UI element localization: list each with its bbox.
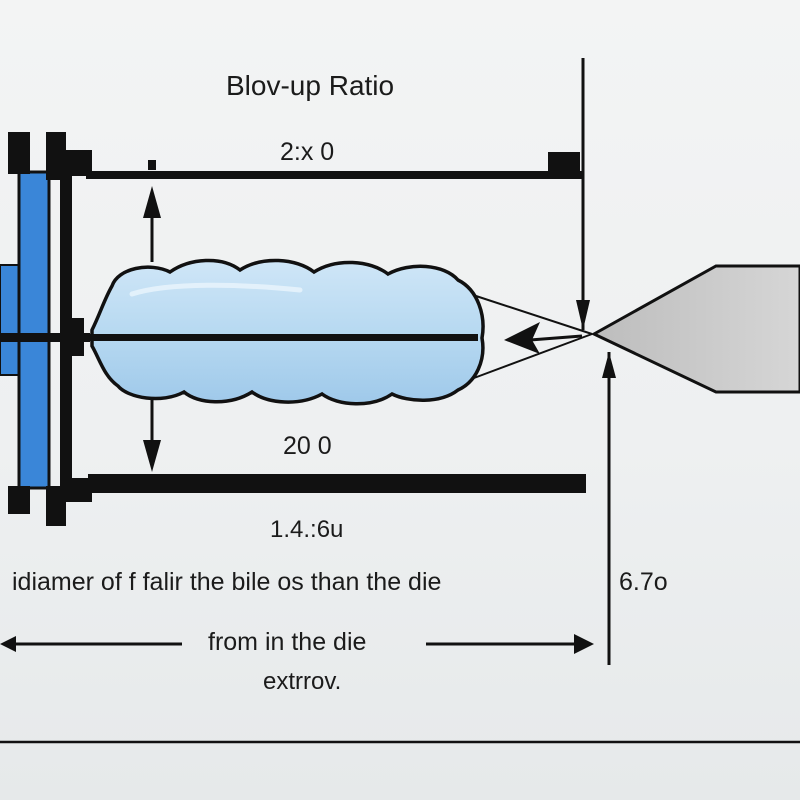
die-lower-clamp-right (46, 486, 66, 526)
die-assembly (0, 132, 92, 526)
die-axis-stub (0, 333, 90, 342)
die-lower-clamp-left (8, 486, 30, 514)
nozzle-body (590, 264, 800, 394)
extrusion-text: extrrov. (263, 668, 342, 695)
bottom-arrow-right-head (574, 634, 594, 654)
lower-rail (88, 474, 586, 493)
up-arrowhead (602, 352, 616, 378)
from-die-text: from in the die (208, 628, 367, 656)
die-blue-plate (17, 170, 51, 490)
right-dimension-value: 6.7o (619, 568, 668, 596)
film-bubble (90, 258, 485, 406)
die-upper-clamp-left (8, 132, 30, 174)
top-dimension-value: 2:x 0 (280, 138, 335, 166)
diagram-title: Blov-up Ratio (226, 70, 395, 101)
upper-rail-end-block (548, 152, 580, 176)
die-upper-clamp-right (46, 132, 66, 180)
middle-dimension-value: 20 0 (283, 432, 332, 460)
nip-arrowhead (504, 322, 540, 354)
bubble-highlight (129, 282, 303, 297)
down-arrowhead (576, 300, 590, 330)
cone-line-lower (473, 333, 593, 379)
height-arrow-up-head (143, 186, 161, 218)
bubble-center-line (86, 334, 478, 341)
upper-rail (86, 171, 583, 179)
bottom-arrow-left-head (0, 636, 16, 652)
ratio-value: 1.4.:6u (270, 516, 344, 543)
description-text: idiamer of f falir the bile os than the … (12, 568, 442, 596)
height-arrow-down-head (143, 440, 161, 472)
height-tick-top (148, 160, 156, 170)
cone-line-upper (475, 295, 593, 335)
nip-arrow-shaft (529, 334, 583, 342)
